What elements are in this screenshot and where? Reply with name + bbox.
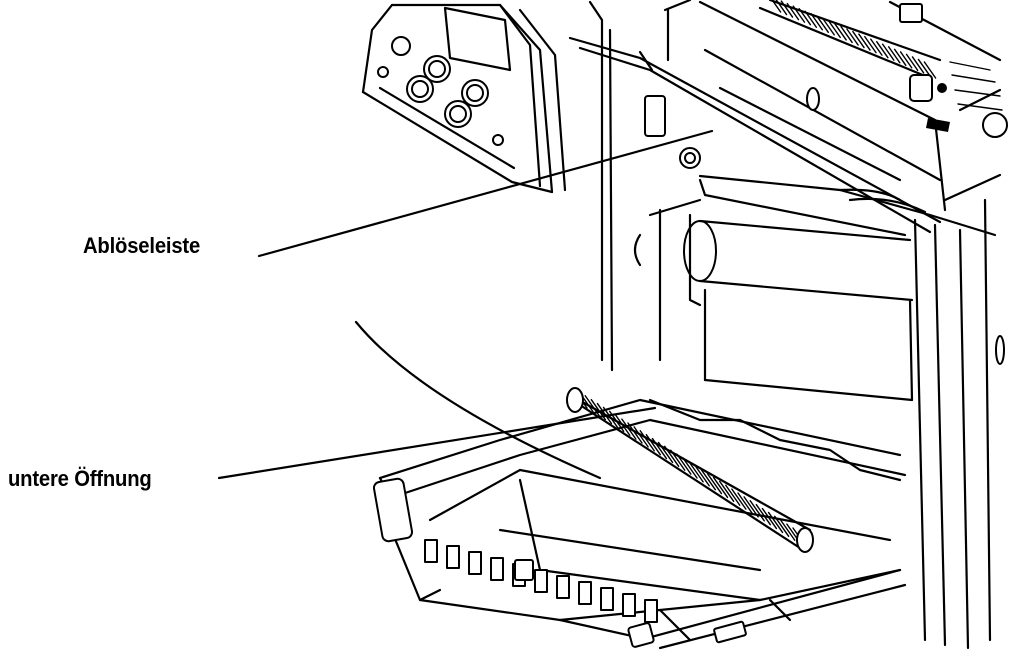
panel-button-4	[444, 100, 472, 128]
tray-tooth	[446, 545, 460, 569]
roller-coil	[816, 15, 829, 34]
roller-coil	[840, 25, 853, 44]
roller-coil	[893, 48, 907, 67]
roller-coil	[694, 465, 710, 487]
roller-coil	[822, 18, 835, 36]
roller-coil	[712, 476, 729, 499]
roller-coil	[700, 468, 717, 491]
leader-line-peel-bar	[257, 129, 714, 258]
roller-coil	[725, 484, 741, 506]
roller-coil	[767, 511, 784, 534]
lower-tray	[372, 387, 907, 650]
roller-coil	[761, 507, 778, 530]
media-roll	[633, 178, 914, 402]
tray-tooth	[490, 557, 504, 581]
roller-coil	[706, 472, 723, 495]
roller-coil	[645, 433, 662, 456]
roller-coil	[775, 0, 788, 16]
tray-tooth	[644, 599, 658, 623]
roller-coil	[887, 46, 901, 64]
panel-button-2	[461, 79, 489, 107]
roller-coil	[584, 395, 600, 417]
roller-coil	[876, 40, 889, 59]
roller-coil	[749, 500, 765, 522]
roller-coil	[755, 503, 772, 526]
roller-coil	[792, 5, 806, 23]
control-panel	[361, 3, 567, 194]
roller-coil	[596, 402, 613, 425]
roller-coil	[911, 56, 925, 74]
print-mechanism	[568, 0, 1008, 234]
roller-coil	[899, 51, 913, 69]
roller-coil	[633, 426, 649, 448]
roller-coil	[615, 414, 631, 436]
roller-coil	[858, 33, 871, 51]
roller-coil	[780, 0, 794, 18]
tray-tooth	[468, 551, 482, 575]
roller-coil	[870, 38, 883, 56]
roller-coil	[780, 519, 796, 541]
peel-bar	[698, 174, 932, 217]
roller-coil	[602, 406, 619, 429]
tray-tooth	[534, 569, 548, 593]
roller-coil	[639, 430, 655, 452]
panel-button-3	[406, 75, 434, 103]
roller-coil	[804, 10, 818, 28]
roller-coil	[663, 445, 680, 468]
roller-coil	[852, 30, 865, 49]
panel-button-1	[423, 55, 451, 83]
roller-coil	[923, 61, 937, 79]
roller-coil	[737, 492, 753, 514]
callout-label-peel-bar: Ablöseleiste	[83, 233, 201, 258]
roller-coil	[917, 58, 931, 77]
callout-label-lower-opening: untere Öffnung	[8, 466, 152, 491]
housing-curve	[354, 320, 602, 480]
roller-coil	[682, 457, 698, 479]
roller-coil	[864, 35, 877, 54]
roller-coil	[743, 496, 759, 518]
right-front-panel	[913, 198, 1005, 650]
roller-coil	[786, 2, 800, 21]
tray-tooth	[578, 581, 592, 605]
tray-tooth	[600, 587, 614, 611]
roller-coil	[798, 7, 812, 26]
tray-tooth	[556, 575, 570, 599]
lower-spring-roller	[566, 387, 814, 553]
roller-coil	[627, 422, 643, 444]
roller-coil	[846, 28, 859, 46]
roller-coil	[621, 418, 637, 440]
roller-coil	[676, 453, 692, 475]
roller-coil	[731, 488, 747, 510]
tray-tooth	[622, 593, 636, 617]
top-spring-roller	[758, 0, 942, 80]
roller-coil	[651, 437, 668, 460]
roller-coil	[688, 461, 704, 483]
roller-coil	[810, 13, 824, 31]
roller-coil	[773, 515, 790, 538]
roller-coil	[834, 23, 847, 41]
roller-coil	[670, 449, 686, 471]
roller-coil	[828, 20, 841, 39]
roller-coil	[881, 43, 895, 61]
tray-tooth	[424, 539, 438, 563]
roller-coil	[657, 441, 674, 464]
leader-line-lower-opening	[217, 406, 657, 480]
roller-coil	[718, 480, 735, 503]
roller-coil	[771, 0, 782, 13]
roller-coil	[905, 53, 919, 72]
